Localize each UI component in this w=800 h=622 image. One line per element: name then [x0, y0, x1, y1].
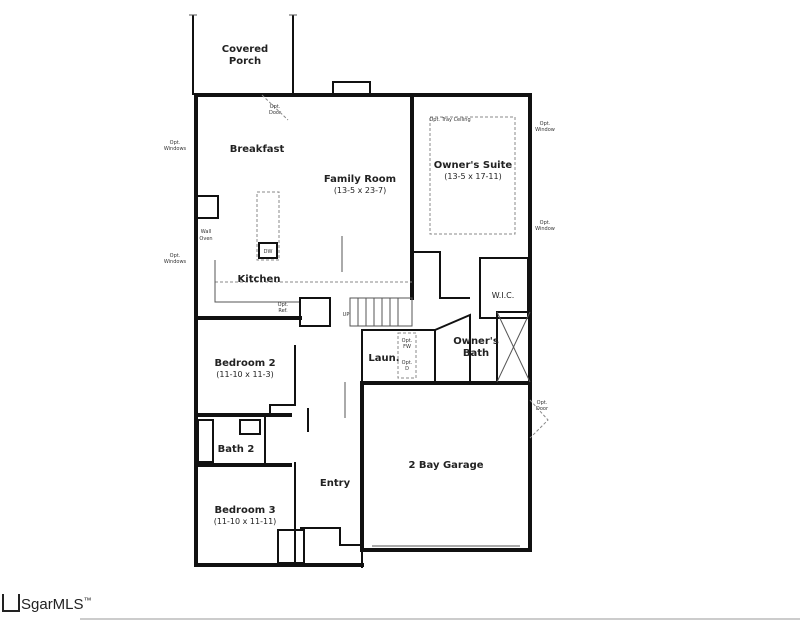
kitchen-label: Kitchen: [238, 274, 281, 285]
bedroom2-label: Bedroom 2: [214, 358, 275, 369]
wic-label: W.I.C.: [492, 291, 515, 300]
entry-label: Entry: [320, 478, 351, 489]
opt-d-note-2: D: [405, 366, 409, 372]
opt-garage-door-note-2: Door: [536, 406, 549, 412]
opt-windows-note-2: Opt.: [170, 253, 181, 259]
opt-fw-note-1: Opt.: [402, 338, 413, 344]
family-room-label: Family Room: [324, 174, 396, 185]
exterior-walls: [194, 81, 532, 568]
owners-suite-label: Owner's Suite: [434, 160, 513, 171]
interior-walls: [194, 93, 549, 565]
wall-oven-note-2: Oven: [199, 236, 212, 242]
garage-label: 2 Bay Garage: [408, 460, 483, 471]
house-icon: [2, 594, 20, 612]
opt-window-note-1: Opt.: [540, 121, 551, 127]
laundry-label: Laun.: [368, 353, 399, 364]
opt-d-note-1: Opt.: [402, 360, 413, 366]
porch-label-line2: Porch: [229, 56, 261, 67]
opt-door-note-2: Door: [269, 110, 282, 116]
opt-windows-note-1b: Windows: [164, 146, 187, 152]
wall-oven-note-1: Wall: [201, 229, 211, 235]
dishwasher-label: DW: [264, 249, 273, 255]
bath2-label: Bath 2: [218, 444, 255, 455]
footer-divider: [80, 618, 800, 620]
bedroom3-dims: (11-10 x 11-11): [214, 517, 277, 526]
family-room-dims: (13-5 x 23-7): [334, 186, 386, 195]
opt-ref-note-1: Opt.: [278, 302, 289, 308]
logo-text: SgarMLS: [21, 596, 84, 613]
mls-logo: SgarMLS™: [2, 594, 92, 613]
opt-ref-note-2: Ref.: [278, 308, 288, 314]
opt-window-note-2b: Window: [535, 226, 555, 232]
bedroom2-dims: (11-10 x 11-3): [216, 370, 273, 379]
opt-fw-note-2: FW: [403, 344, 411, 350]
opt-windows-note-1: Opt.: [170, 140, 181, 146]
owners-bath-label-line1: Owner's: [453, 336, 499, 347]
opt-window-note-1b: Window: [535, 127, 555, 133]
covered-porch: [189, 14, 297, 95]
owners-bath-label-line2: Bath: [463, 348, 489, 359]
opt-window-note-2: Opt.: [540, 220, 551, 226]
opt-windows-note-2b: Windows: [164, 259, 187, 265]
bedroom3-label: Bedroom 3: [214, 505, 275, 516]
opt-garage-door-note-1: Opt.: [537, 400, 548, 406]
tray-ceiling-note: Opt. Tray Ceiling: [429, 117, 470, 123]
stairs-up-label: UP: [343, 312, 350, 318]
owners-suite-dims: (13-5 x 17-11): [444, 172, 501, 181]
porch-label-line1: Covered: [222, 44, 268, 55]
breakfast-label: Breakfast: [230, 144, 285, 155]
opt-door-note-1: Opt.: [270, 104, 281, 110]
trademark: ™: [83, 596, 92, 605]
